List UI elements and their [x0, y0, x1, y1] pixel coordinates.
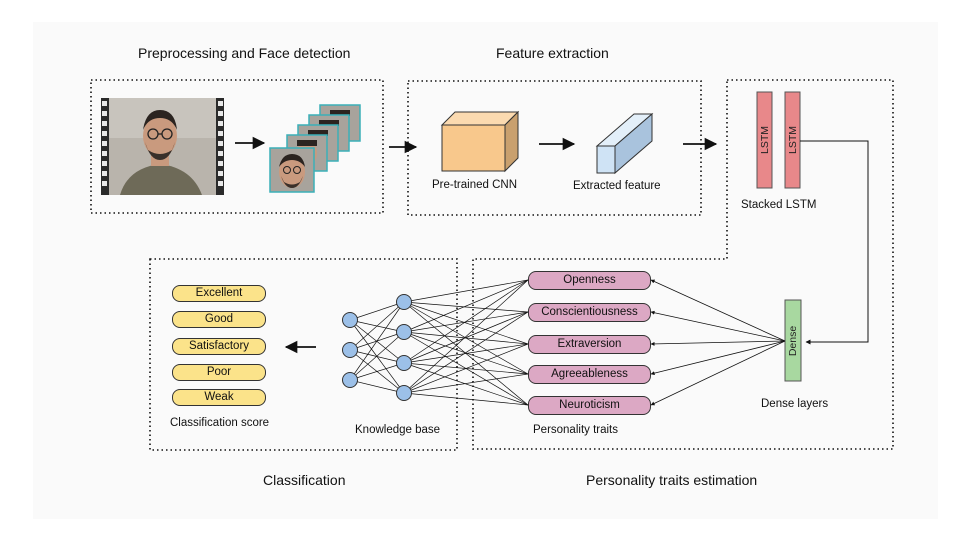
nn-trait-edge [403, 311, 529, 364]
nn-hidden-edge [349, 379, 405, 394]
dense-text: Dense [787, 325, 799, 356]
nn-trait-edge [403, 392, 529, 406]
lstm-1-text: LSTM [758, 125, 771, 155]
nn-trait-edge [403, 331, 529, 375]
cnn-cube [440, 110, 520, 173]
nn-trait-edge [403, 301, 529, 345]
nn-trait-edge [403, 311, 529, 394]
nn-trait-edge [403, 373, 529, 394]
nn-trait-edge [403, 331, 529, 345]
flow-arrows [235, 136, 718, 354]
nn-trait-edge [403, 279, 529, 394]
lstm-block-1 [756, 91, 773, 189]
dense-to-trait-arrows [650, 279, 786, 406]
nn-trait-edge [403, 279, 529, 364]
video-frame [101, 98, 224, 195]
dense-text-holder: Dense [785, 300, 801, 381]
dense-layers-label: Dense layers [761, 398, 829, 410]
trait-openness: Openness [528, 271, 651, 290]
nn-trait-edge [403, 343, 529, 364]
section-frames [90, 79, 894, 451]
nn-node [342, 372, 358, 388]
trait-extraversion: Extraversion [528, 335, 651, 354]
nn-hidden-edge [349, 301, 405, 321]
nn-hidden-edge [349, 362, 405, 381]
personality-estimation-section-title: Personality traits estimation [586, 472, 758, 488]
score-weak: Weak [172, 389, 266, 406]
preprocessing-frame [90, 79, 384, 214]
pretrained-cnn-label: Pre-trained CNN [432, 179, 517, 191]
lstm-estimation-frame [472, 79, 894, 450]
knowledge-base-label: Knowledge base [355, 424, 441, 436]
score-poor: Poor [172, 364, 266, 381]
nn-trait-edge [403, 301, 529, 313]
extracted-feature-label: Extracted feature [573, 180, 661, 192]
nn-hidden-edge [349, 349, 405, 364]
nn-trait-edge [403, 362, 529, 406]
knowledge-base-network [349, 279, 529, 406]
nn-node [396, 324, 412, 340]
preprocessing-section-title: Preprocessing and Face detection [138, 45, 351, 61]
dense-block [784, 299, 802, 382]
trait-conscientiousness: Conscientiousness [528, 303, 651, 322]
classification-score-label: Classification score [170, 417, 270, 429]
feature-prism [595, 112, 654, 175]
classification-section-title: Classification [263, 472, 346, 488]
face-crops-stack [269, 104, 361, 193]
feature-extraction-section-title: Feature extraction [496, 45, 609, 61]
nn-hidden-edge [349, 301, 405, 351]
lstm-2-text: LSTM [786, 125, 799, 155]
lstm-block-2 [784, 91, 801, 189]
trait-neuroticism: Neuroticism [528, 396, 651, 415]
nn-node [342, 312, 358, 328]
score-excellent: Excellent [172, 285, 266, 302]
lstm-1-text-holder: LSTM [757, 92, 772, 188]
classification-frame [149, 258, 458, 451]
nn-node [396, 385, 412, 401]
nn-node [342, 342, 358, 358]
personality-traits-label: Personality traits [533, 424, 619, 436]
nn-hidden-edge [349, 301, 405, 381]
nn-node [396, 294, 412, 310]
stacked-lstm-label: Stacked LSTM [741, 199, 817, 211]
nn-node [396, 355, 412, 371]
score-good: Good [172, 311, 266, 328]
lstm-2-text-holder: LSTM [785, 92, 800, 188]
feature-extraction-frame [407, 80, 702, 216]
nn-hidden-edge [349, 331, 405, 381]
nn-trait-edge [403, 343, 529, 394]
score-satisfactory: Satisfactory [172, 338, 266, 355]
nn-trait-edge [403, 311, 529, 333]
trait-agreeableness: Agreeableness [528, 365, 651, 384]
nn-trait-edge [403, 279, 529, 303]
outer-panel [33, 22, 938, 519]
lstm-to-dense-connector [800, 140, 869, 345]
nn-trait-edge [403, 279, 529, 333]
knowledge-base-nodes [342, 294, 412, 401]
